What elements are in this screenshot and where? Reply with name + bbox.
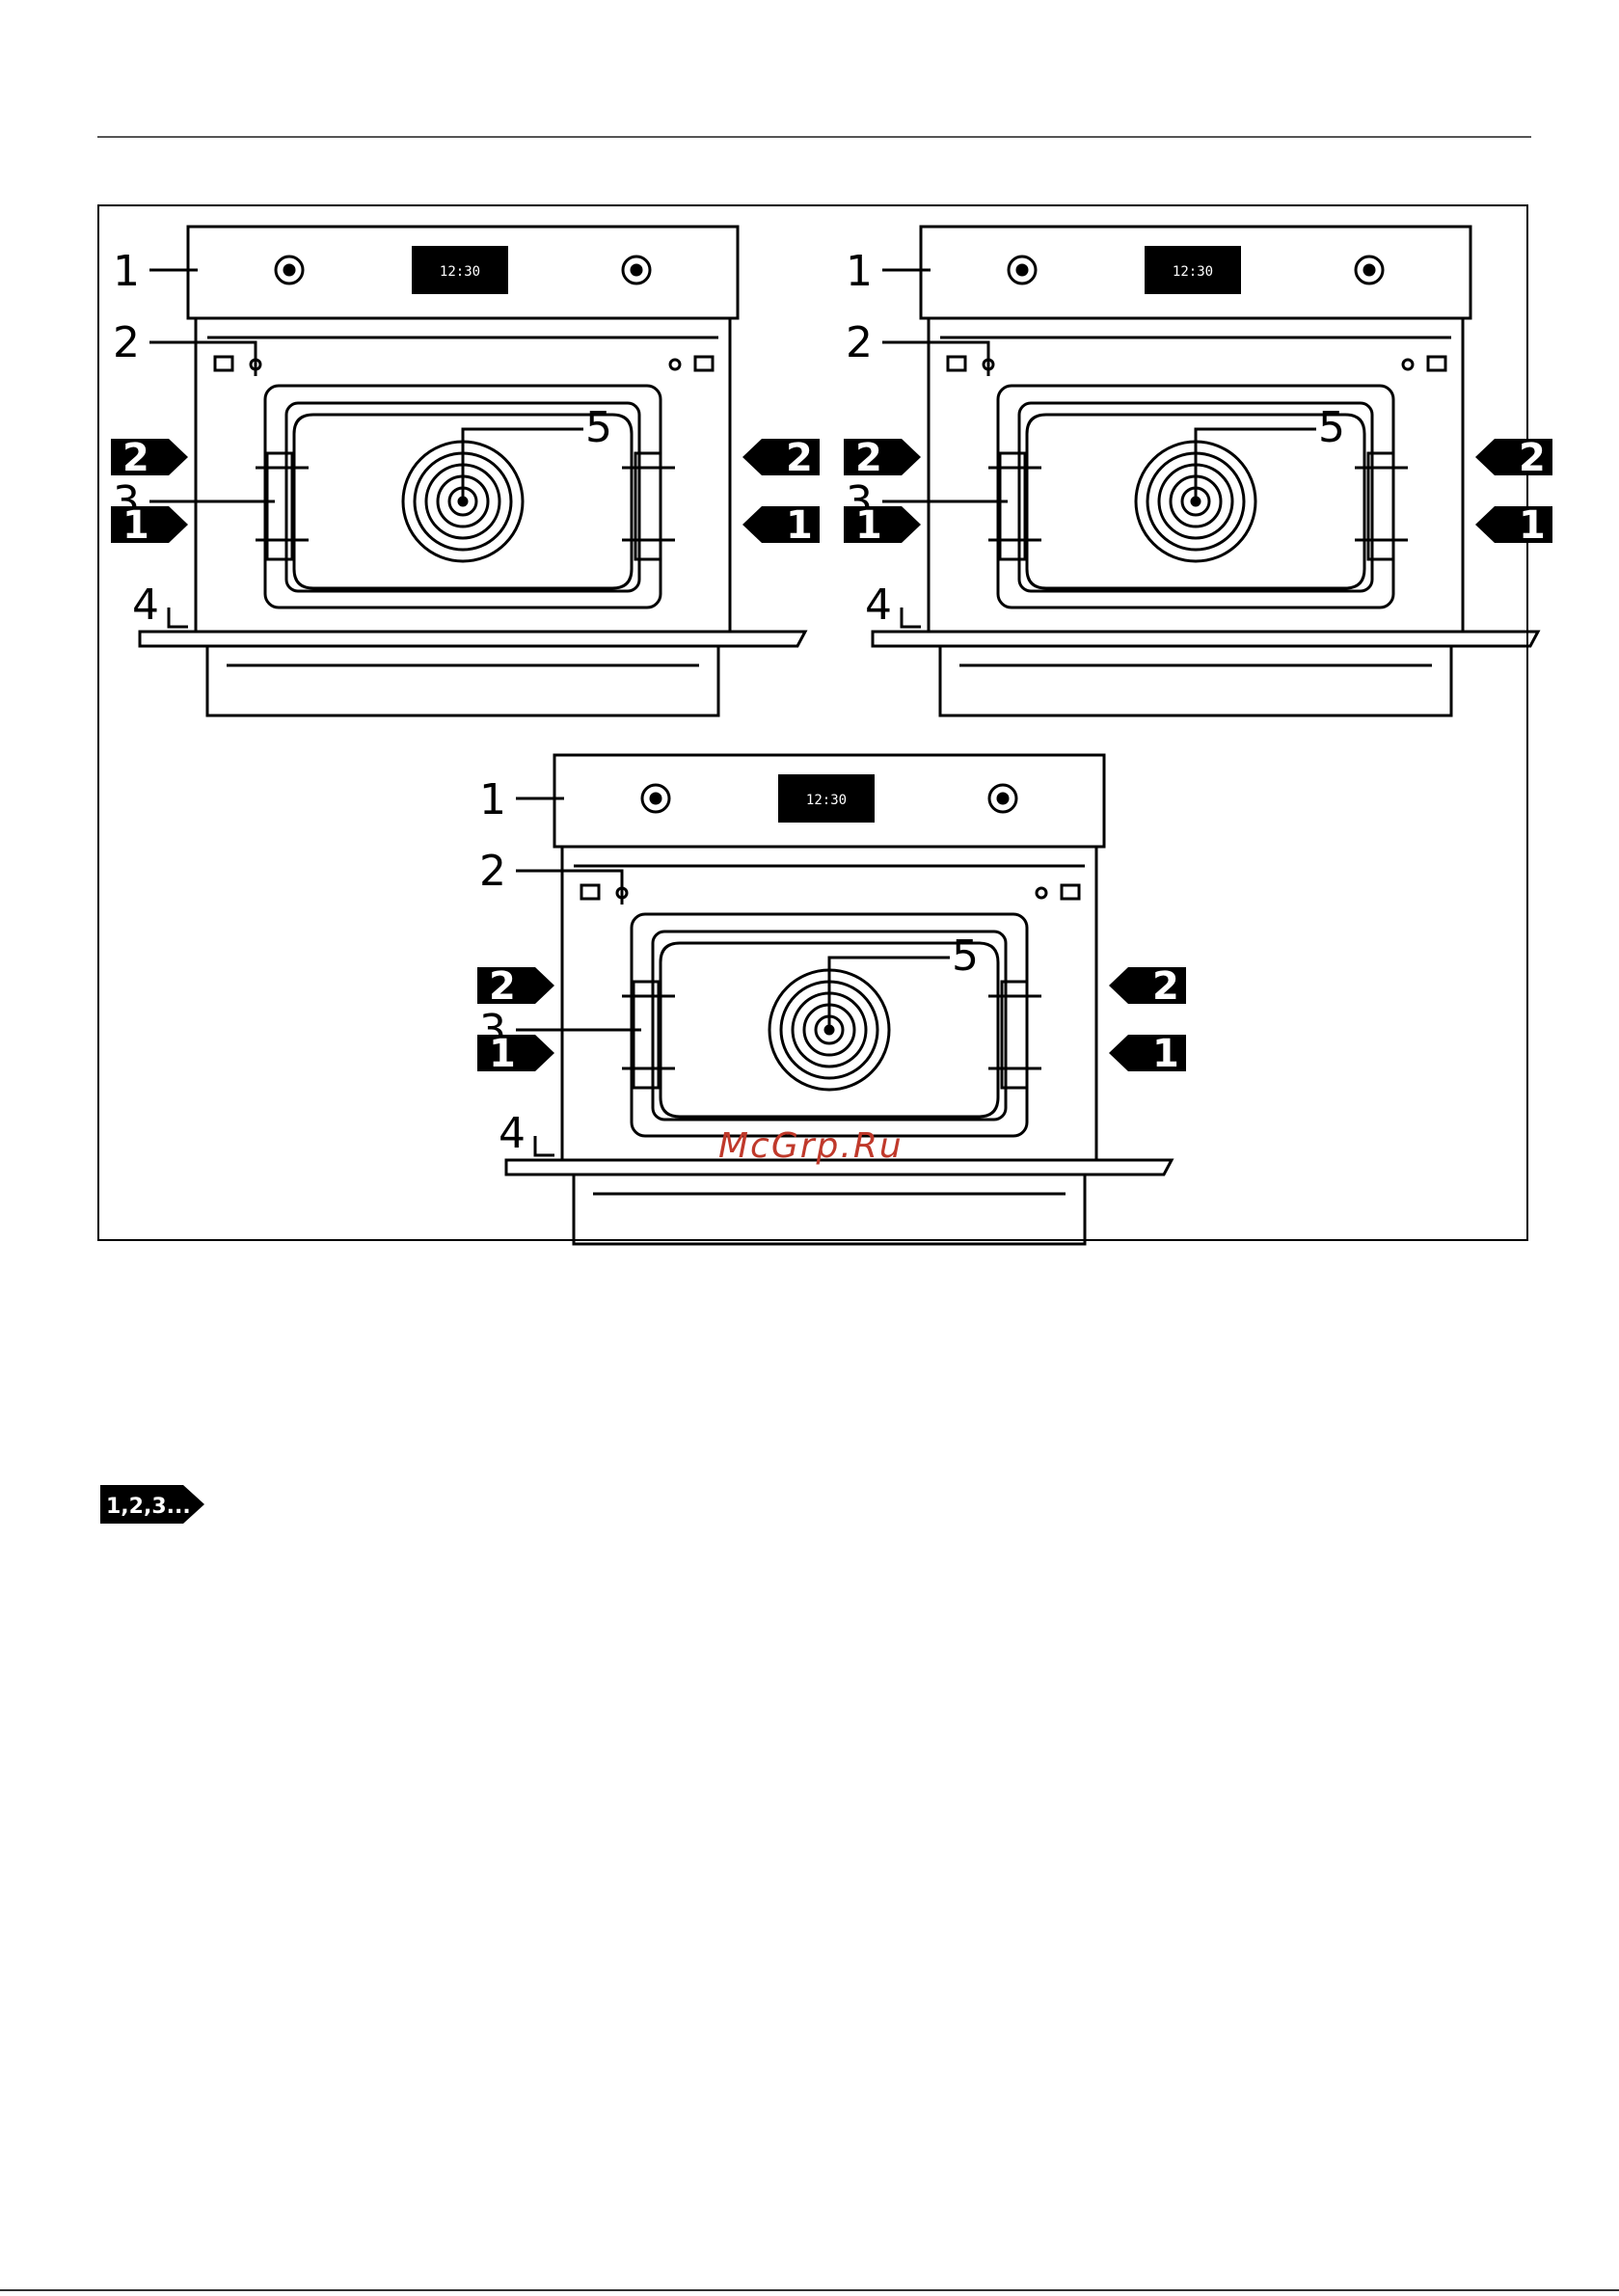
- footer-rule: [0, 2289, 1619, 2291]
- shelf-level-lower-tag: 1: [1152, 1032, 1179, 1076]
- callout-panel: 1: [479, 775, 506, 824]
- callout-fan: 5: [952, 932, 979, 981]
- shelf-level-upper-tag: 2: [489, 964, 516, 1009]
- callout-fan: 5: [585, 403, 612, 452]
- oven-diagram-top-right: 12:30 1 2 3 4 5 2 1 2 1: [844, 222, 1577, 723]
- callout-door-frame: 2: [479, 847, 506, 896]
- callout-panel: 1: [846, 247, 873, 296]
- shelf-level-lower-tag: 1: [1519, 503, 1546, 548]
- shelf-level-lower-tag: 1: [489, 1032, 516, 1076]
- oven-illustration: 12:30 1 2 3 4 5 2 1 2 1: [844, 222, 1577, 723]
- callout-door: 4: [499, 1109, 526, 1158]
- display-time: 12:30: [440, 264, 480, 280]
- callout-fan: 5: [1318, 403, 1345, 452]
- shelf-level-upper-tag: 2: [122, 436, 149, 480]
- shelf-level-upper-tag: 2: [855, 436, 882, 480]
- sequence-badge: 1,2,3...: [100, 1485, 204, 1524]
- callout-door: 4: [132, 581, 159, 630]
- oven-illustration: 12:30 1 2 3 4 5 2 1 2 1: [111, 222, 844, 723]
- shelf-level-upper-tag: 2: [1152, 964, 1179, 1009]
- shelf-level-upper-tag: 2: [1519, 436, 1546, 480]
- watermark: McGrp.Ru: [718, 1126, 904, 1166]
- oven-illustration: 12:30 1 2 3 4 5 2 1 2 1: [477, 750, 1210, 1252]
- callout-door: 4: [865, 581, 892, 630]
- display-time: 12:30: [806, 793, 847, 808]
- header-rule: [97, 136, 1531, 138]
- shelf-level-lower-tag: 1: [122, 503, 149, 548]
- sequence-badge-text: 1,2,3...: [106, 1495, 191, 1519]
- callout-door-frame: 2: [113, 318, 140, 367]
- shelf-level-lower-tag: 1: [855, 503, 882, 548]
- callout-panel: 1: [113, 247, 140, 296]
- display-time: 12:30: [1173, 264, 1213, 280]
- shelf-level-lower-tag: 1: [786, 503, 813, 548]
- oven-diagram-top-left: 12:30 1 2 3 4 5 2 1 2 1: [111, 222, 844, 723]
- callout-door-frame: 2: [846, 318, 873, 367]
- shelf-level-upper-tag: 2: [786, 436, 813, 480]
- oven-diagram-bottom-center: 12:30 1 2 3 4 5 2 1 2 1: [477, 750, 1210, 1252]
